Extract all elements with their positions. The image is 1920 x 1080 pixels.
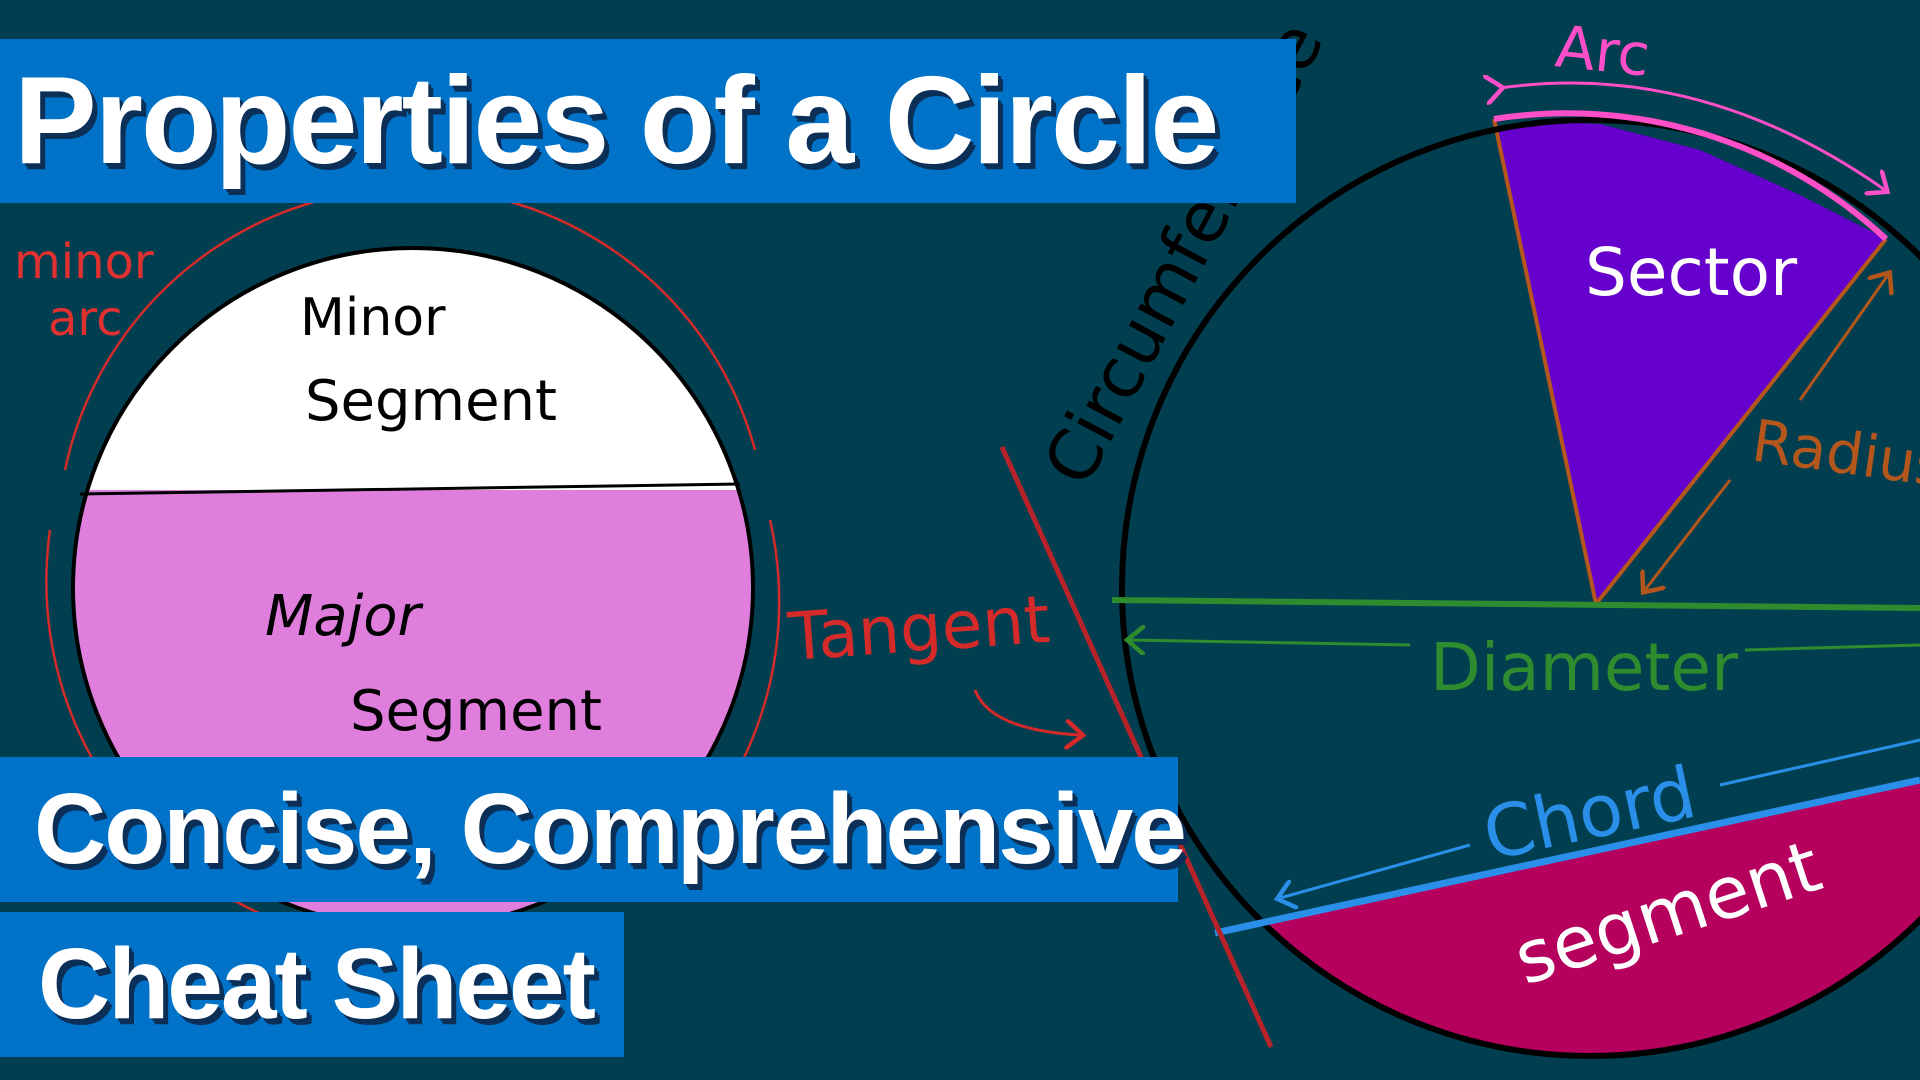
sector-label: Sector xyxy=(1585,234,1798,311)
tangent-arrow xyxy=(973,689,1080,735)
arc-label: Arc xyxy=(1552,12,1653,89)
page-title: Properties of a Circle xyxy=(14,52,1219,190)
minor-arc-label-2: arc xyxy=(48,291,122,347)
sector-fill xyxy=(1494,120,1886,604)
diameter-arrow-left xyxy=(1130,640,1411,645)
chord-arrow-right xyxy=(1719,738,1920,787)
title-banner: Properties of a Circle xyxy=(0,39,1296,203)
subtitle-line-2: Cheat Sheet xyxy=(38,928,596,1040)
diameter-line xyxy=(1111,597,1920,611)
tangent-label: Tangent xyxy=(785,581,1053,676)
radius-line xyxy=(1594,237,1888,606)
diameter-label: Diameter xyxy=(1430,629,1739,706)
subtitle-line-1: Concise, Comprehensive xyxy=(34,773,1187,885)
minor-segment-label-2: Segment xyxy=(305,369,557,434)
radius-label: Radius xyxy=(1748,407,1920,501)
sector-edge xyxy=(1492,118,1598,605)
radius-arrow-up xyxy=(1798,275,1888,401)
chord-arrow-left xyxy=(1280,843,1471,898)
minor-segment-label-1: Minor xyxy=(300,288,446,348)
subtitle-banner-1: Concise, Comprehensive xyxy=(0,757,1187,902)
minor-arc-label-1: minor xyxy=(14,234,154,290)
left-chord xyxy=(79,482,741,496)
tangent-line xyxy=(999,445,1274,1049)
diameter-arrow-right xyxy=(1744,643,1920,652)
radius-arrow-down xyxy=(1645,479,1732,590)
chord-line xyxy=(1214,776,1920,937)
major-segment-label-2: Segment xyxy=(350,679,602,744)
major-segment-label-1: Major xyxy=(265,584,423,649)
arc-arrow xyxy=(1500,83,1885,190)
subtitle-banner-2: Cheat Sheet xyxy=(0,912,624,1057)
